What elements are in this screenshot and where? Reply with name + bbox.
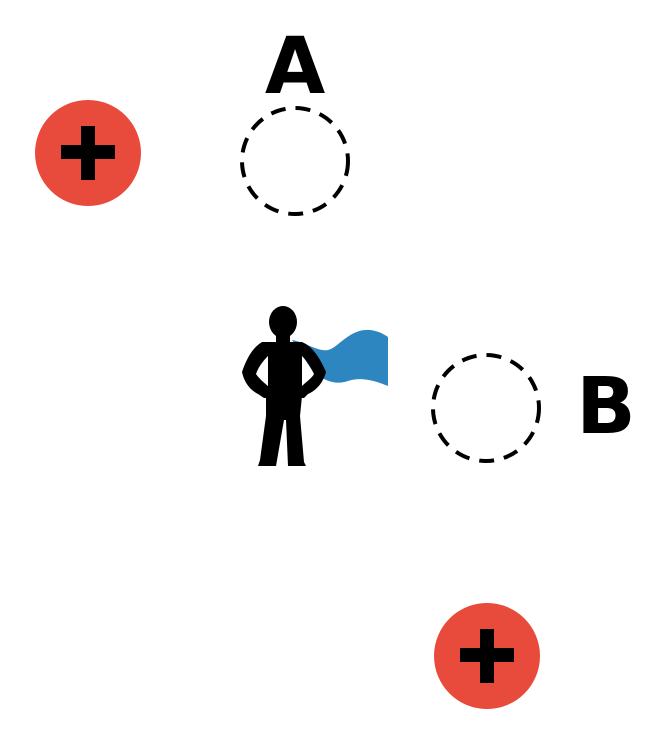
plus-marker-top-icon <box>35 100 141 206</box>
dashed-circle-b-icon <box>431 353 541 463</box>
caped-hero-icon <box>242 306 388 466</box>
dashed-circle-a-icon <box>240 106 350 216</box>
plus-marker-bottom-icon <box>434 603 540 709</box>
label-b: B <box>576 362 635 452</box>
label-a: A <box>265 22 325 112</box>
